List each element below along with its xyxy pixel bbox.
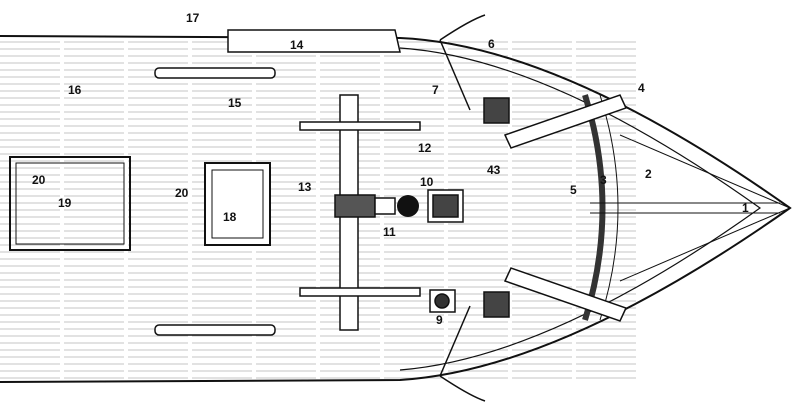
callout-43: 43 xyxy=(487,163,501,177)
deck-planking xyxy=(0,41,640,379)
callout-4: 4 xyxy=(638,81,645,95)
callout-17: 17 xyxy=(186,11,200,25)
callout-2: 2 xyxy=(645,167,652,181)
bitts-and-beams xyxy=(299,94,421,331)
callout-7: 7 xyxy=(432,83,439,97)
callout-13: 13 xyxy=(298,180,312,194)
callout-labels: 17 14 6 16 15 7 4 12 2 3 5 13 10 43 20 20 19 18 11 9 1 xyxy=(32,11,749,327)
callout-18: 18 xyxy=(223,210,237,224)
windlass-drum xyxy=(397,195,419,217)
grating-hatch xyxy=(204,162,271,246)
callout-20: 20 xyxy=(175,186,189,200)
callout-15: 15 xyxy=(228,96,242,110)
callout-19: 19 xyxy=(58,196,72,210)
callout-3: 3 xyxy=(600,173,607,187)
callout-20: 20 xyxy=(32,173,46,187)
main-hatch xyxy=(9,156,131,251)
callout-9: 9 xyxy=(436,313,443,327)
callout-10: 10 xyxy=(420,175,434,189)
deck-hatches xyxy=(427,97,510,318)
pin-rails xyxy=(154,29,401,336)
callout-1: 1 xyxy=(742,201,749,215)
bowsprit xyxy=(590,134,791,282)
callout-14: 14 xyxy=(290,38,304,52)
callout-12: 12 xyxy=(418,141,432,155)
catheads xyxy=(439,14,628,402)
callout-6: 6 xyxy=(488,37,495,51)
callout-11: 11 xyxy=(383,225,396,239)
callout-5: 5 xyxy=(570,183,577,197)
callout-16: 16 xyxy=(68,83,82,97)
